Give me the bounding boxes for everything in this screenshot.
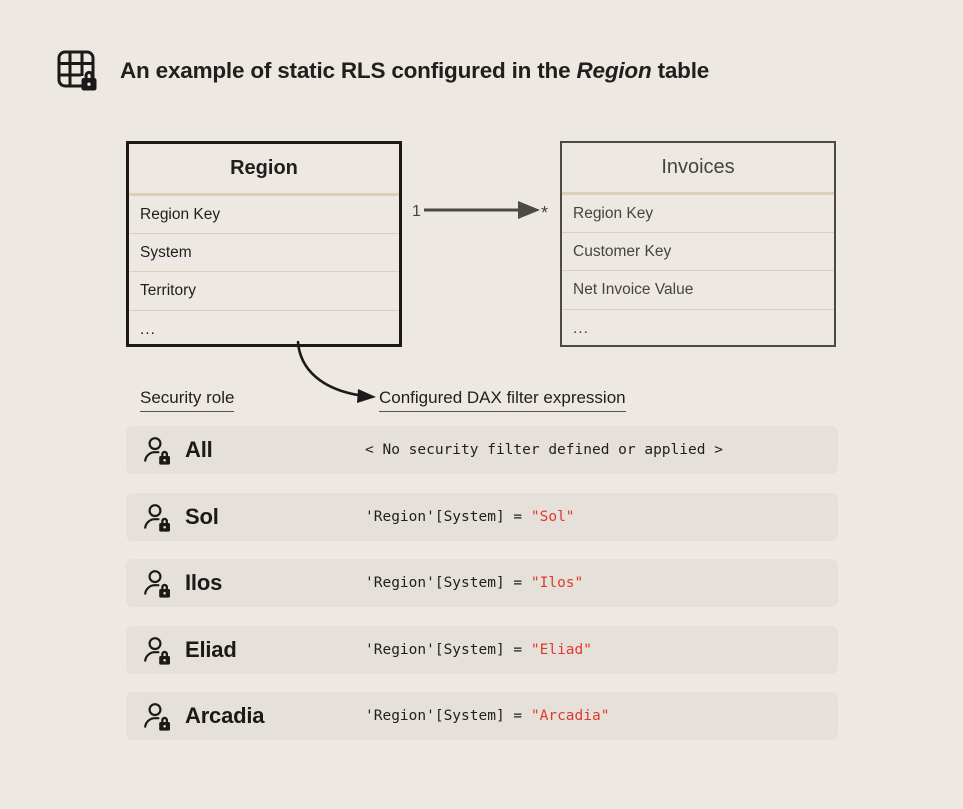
callout-curve-arrow-icon: [296, 340, 376, 403]
entity-table-region: Region Region Key System Territory ...: [126, 141, 402, 347]
entity-table-invoices: Invoices Region Key Customer Key Net Inv…: [560, 141, 836, 347]
security-role-dax: 'Region'[System] = "Arcadia": [365, 708, 609, 724]
relationship-arrow-icon: [424, 201, 540, 219]
entity-field: Customer Key: [562, 233, 834, 272]
security-role-name: All: [185, 437, 213, 462]
table-lock-icon: [57, 50, 97, 91]
user-lock-icon: [144, 703, 170, 731]
dax-prefix: 'Region'[System] =: [365, 508, 531, 525]
security-role-dax: 'Region'[System] = "Ilos": [365, 575, 583, 591]
security-role-name: Eliad: [185, 636, 237, 662]
user-lock-icon: [144, 437, 170, 465]
column-header-security-role: Security role: [140, 388, 235, 412]
entity-field: Net Invoice Value: [562, 271, 834, 310]
dax-string-literal: "Sol": [530, 508, 575, 525]
title-emphasis: Region: [576, 58, 652, 83]
dax-string-literal: "Arcadia": [530, 708, 610, 724]
lock-glyph: [81, 70, 97, 91]
security-role-row[interactable]: Eliad 'Region'[System] = "Eliad": [126, 625, 838, 674]
dax-prefix: 'Region'[System] =: [365, 575, 531, 591]
entity-field: Region Key: [562, 195, 834, 234]
security-role-dax: 'Region'[System] = "Sol": [365, 509, 575, 525]
security-role-dax: 'Region'[System] = "Eliad": [365, 642, 592, 658]
dax-prefix: < No security filter defined or applied …: [365, 442, 723, 458]
security-role-row[interactable]: Sol 'Region'[System] = "Sol": [126, 492, 838, 541]
user-lock-icon: [144, 570, 170, 598]
page-title-row: An example of static RLS configured in t…: [56, 48, 709, 94]
relationship-cardinality-one: 1: [412, 203, 421, 220]
dax-prefix: 'Region'[System] =: [365, 708, 531, 724]
user-lock-icon: [144, 503, 170, 532]
dax-prefix: 'Region'[System] =: [365, 641, 531, 658]
security-role-name: Arcadia: [185, 703, 265, 728]
security-role-row[interactable]: Arcadia 'Region'[System] = "Arcadia": [126, 692, 838, 740]
security-role-name: Sol: [185, 503, 219, 529]
security-role-row[interactable]: All < No security filter defined or appl…: [126, 426, 838, 474]
entity-table-invoices-title: Invoices: [562, 143, 834, 195]
security-role-name: Ilos: [185, 570, 223, 595]
relationship-cardinality-many: *: [541, 203, 549, 223]
user-lock-icon: [144, 636, 170, 665]
entity-table-region-title: Region: [129, 144, 399, 196]
title-text-before: An example of static RLS configured in t…: [120, 58, 577, 83]
entity-field: System: [129, 234, 399, 273]
page-title: An example of static RLS configured in t…: [120, 58, 709, 84]
title-text-after: table: [651, 58, 710, 83]
entity-field: Region Key: [129, 196, 399, 235]
security-role-list: All < No security filter defined or appl…: [126, 426, 838, 740]
security-role-row[interactable]: Ilos 'Region'[System] = "Ilos": [126, 559, 838, 607]
dax-string-literal: "Ilos": [530, 575, 584, 591]
entity-field-more: ...: [140, 320, 156, 338]
entity-field: Territory: [129, 272, 399, 311]
dax-string-literal: "Eliad": [530, 641, 592, 658]
security-role-dax: < No security filter defined or applied …: [365, 442, 723, 458]
column-header-dax-expression: Configured DAX filter expression: [379, 388, 626, 412]
entity-field-more: ...: [573, 319, 589, 337]
